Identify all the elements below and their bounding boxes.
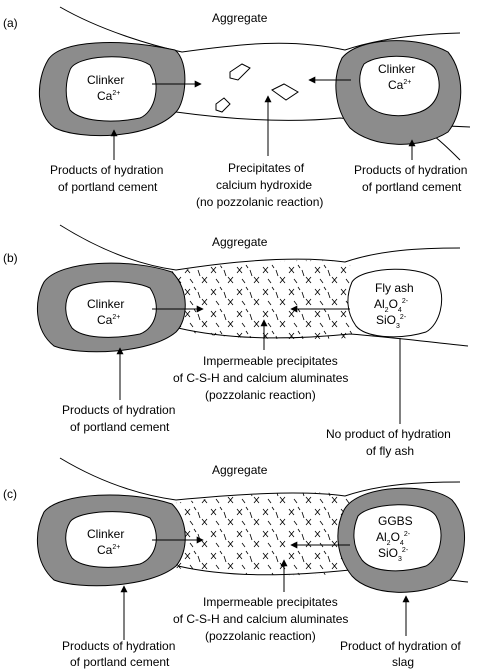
panel-c-right-core-name: GGBS [378, 514, 413, 528]
panel-b-left-core [65, 281, 157, 338]
panel-b-left-core-ion: Ca2+ [97, 313, 120, 327]
panel-a-left-label-1: Products of hydration [50, 163, 163, 177]
panel-a-aggregate-label: Aggregate [212, 11, 268, 25]
panel-a-left-core-ion: Ca2+ [97, 89, 120, 103]
panel-c-left-label-2: of portland cement [70, 655, 170, 669]
panel-c-aggregate-label: Aggregate [212, 463, 268, 477]
panel-b-right-core-line3: SiO32- [376, 313, 407, 330]
panel-c-right-label-2: slag [392, 655, 414, 669]
panel-a-right-core-name: Clinker [378, 62, 415, 76]
panel-b-aggregate-label: Aggregate [212, 235, 268, 249]
panel-a-tag: (a) [3, 16, 18, 30]
panel-a-right-label-2: of portland cement [362, 180, 462, 194]
panel-a-left-core [65, 56, 157, 122]
panel-c-aggregate-top-line [59, 457, 461, 501]
panel-b-right-core-line2: Al2O42- [374, 297, 409, 314]
panel-b-left-label-2: of portland cement [70, 420, 170, 434]
panel-a-ch-crystal [215, 97, 231, 113]
panel-c-tag: (c) [3, 487, 17, 501]
panel-b-fly-ash-particle [347, 268, 442, 338]
panel-c-right-core-line3: SiO32- [378, 546, 409, 563]
panel-a-middle-label-1: Precipitates of [228, 161, 305, 175]
panel-b-middle-label-2: of C-S-H and calcium aluminates [173, 371, 348, 385]
panel-a-right-label-1: Products of hydration [354, 163, 467, 177]
panel-b-left-core-name: Clinker [87, 297, 124, 311]
panel-b-tag: (b) [3, 251, 18, 265]
panel-a-middle-label-3: (no pozzolanic reaction) [196, 195, 323, 209]
panel-a-right-core [359, 55, 440, 117]
panel-a-ch-crystal [271, 83, 299, 101]
panel-c: (c) Aggregate Clinker Ca2+ GGBS Al2O42- … [3, 457, 469, 669]
panel-a: (a) Aggregate Clinker Ca2+ Clinker Ca2+ … [3, 6, 471, 209]
panel-a-left-label-2: of portland cement [58, 180, 158, 194]
panel-c-middle-label-1: Impermeable precipitates [203, 595, 338, 609]
panel-a-left-core-name: Clinker [87, 73, 124, 87]
panel-b-aggregate-top-line [59, 224, 461, 271]
panel-c-csh-precipitate-zone [168, 492, 352, 576]
panel-b-right-core-name: Fly ash [375, 281, 414, 295]
panel-c-left-core [65, 511, 157, 568]
panel-b-left-label-1: Products of hydration [62, 403, 175, 417]
panel-a-right-core-ion: Ca2+ [388, 78, 411, 92]
panel-c-right-label-1: Product of hydration of [340, 639, 461, 653]
panel-b-middle-label-3: (pozzolanic reaction) [205, 388, 316, 402]
panel-c-middle-label-3: (pozzolanic reaction) [205, 629, 316, 643]
panel-a-aggregate-top-line [59, 6, 461, 53]
panel-b-csh-precipitate-zone [168, 260, 352, 340]
panel-a-middle-label-2: calcium hydroxide [216, 178, 312, 192]
panel-b-right-label-2: of fly ash [366, 444, 414, 458]
panel-a-ch-crystal [229, 63, 251, 81]
panel-c-middle-label-2: of C-S-H and calcium aluminates [173, 612, 348, 626]
panel-c-right-core-line2: Al2O42- [376, 530, 411, 547]
panel-c-left-label-1: Products of hydration [62, 639, 175, 653]
panel-c-left-core-name: Clinker [87, 527, 124, 541]
panel-b: (b) Aggregate Clinker Ca2+ Fly ash Al2O4… [3, 224, 469, 458]
panel-c-left-core-ion: Ca2+ [97, 543, 120, 557]
panel-b-middle-label-1: Impermeable precipitates [203, 354, 338, 368]
panel-c-slag-core [353, 504, 442, 572]
panel-b-right-label-1: No product of hydration [326, 427, 451, 441]
